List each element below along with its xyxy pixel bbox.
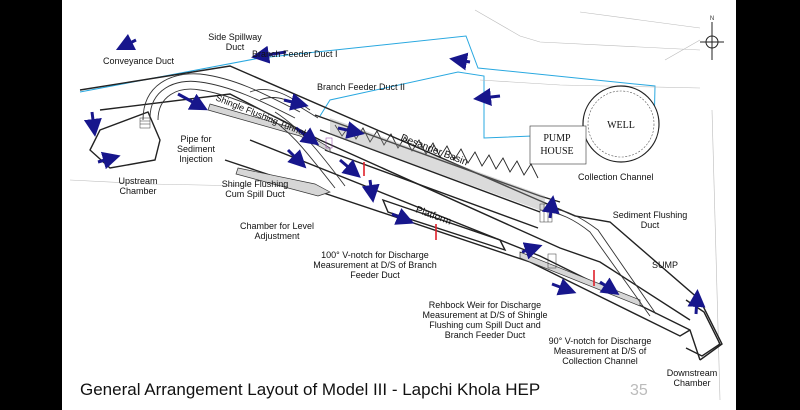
label-sediment-flushing-2: Duct	[641, 220, 660, 230]
label-vnotch90-1: 90° V-notch for Discharge	[549, 336, 652, 346]
flow-arrow	[339, 158, 361, 178]
desander-shading	[330, 118, 545, 212]
well-label: WELL	[607, 120, 635, 131]
terrain-lines	[69, 9, 721, 401]
label-branch-feeder-1: Branch Feeder Duct I	[252, 49, 338, 59]
label-vnotch100-1: 100° V-notch for Discharge	[321, 250, 429, 260]
label-side-spillway-2: Duct	[226, 42, 245, 52]
label-upstream-chamber-1: Upstream	[118, 176, 157, 186]
label-sediment-flushing-1: Sediment Flushing	[613, 210, 688, 220]
flow-arrow	[541, 195, 560, 219]
weirs	[363, 162, 595, 286]
label-pipe-sediment-1: Pipe for	[180, 134, 211, 144]
flow-arrow	[115, 33, 137, 51]
flow-arrow	[286, 148, 307, 169]
flow-arrow	[687, 289, 706, 315]
pump-house-label-1: PUMP	[543, 133, 571, 144]
label-level-chamber-2: Adjustment	[254, 231, 300, 241]
label-rehbock-1: Rehbock Weir for Discharge	[429, 300, 541, 310]
flow-arrow	[361, 179, 380, 203]
page-number: 35	[630, 382, 648, 399]
flow-arrow	[473, 88, 501, 106]
flow-arrow	[521, 242, 543, 260]
flow-arrow	[97, 151, 121, 170]
label-pipe-sediment-3: Injection	[179, 154, 213, 164]
label-shingle-spill-1: Shingle Flushing	[222, 179, 289, 189]
flow-arrow	[551, 278, 577, 296]
diagram-title: General Arrangement Layout of Model III …	[80, 380, 540, 399]
label-rehbock-4: Branch Feeder Duct	[445, 330, 526, 340]
label-upstream-chamber-2: Chamber	[119, 186, 156, 196]
flow-arrow	[391, 208, 415, 225]
label-conveyance-duct: Conveyance Duct	[103, 56, 175, 66]
well: WELL	[582, 85, 660, 163]
flow-arrow	[337, 121, 365, 139]
flow-arrow	[295, 126, 320, 146]
pump-house-label-2: HOUSE	[540, 146, 573, 157]
label-rehbock-2: Measurement at D/S of Shingle	[422, 310, 547, 320]
label-vnotch90-2: Measurement at D/S of	[554, 346, 647, 356]
label-pipe-sediment-2: Sediment	[177, 144, 216, 154]
label-platform: Platform	[414, 204, 453, 227]
label-downstream-chamber-1: Downstream	[667, 368, 718, 378]
flow-arrow	[83, 111, 102, 137]
flow-arrows	[83, 33, 706, 315]
label-vnotch90-3: Collection Channel	[562, 356, 638, 366]
label-branch-feeder-2: Branch Feeder Duct II	[317, 82, 405, 92]
flow-arrow	[251, 45, 287, 64]
pump-house: PUMP HOUSE	[529, 125, 587, 165]
label-level-chamber-1: Chamber for Level	[240, 221, 314, 231]
label-shingle-spill-2: Cum Spill Duct	[225, 189, 285, 199]
label-sump: SUMP	[652, 260, 678, 270]
label-vnotch100-2: Measurement at D/S of Branch	[313, 260, 437, 270]
north-label: N	[710, 16, 714, 22]
label-side-spillway-1: Side Spillway	[208, 32, 262, 42]
flow-arrow	[449, 52, 471, 71]
label-downstream-chamber-2: Chamber	[673, 378, 710, 388]
flow-arrow	[177, 92, 208, 111]
desander-hopper	[334, 124, 539, 179]
label-rehbock-3: Flushing cum Spill Duct and	[429, 320, 541, 330]
label-collection-channel: Collection Channel	[578, 172, 654, 182]
flow-arrow	[599, 277, 620, 295]
flow-arrow	[283, 93, 309, 111]
label-vnotch100-3: Feeder Duct	[350, 270, 400, 280]
north-arrow: N	[700, 16, 724, 60]
